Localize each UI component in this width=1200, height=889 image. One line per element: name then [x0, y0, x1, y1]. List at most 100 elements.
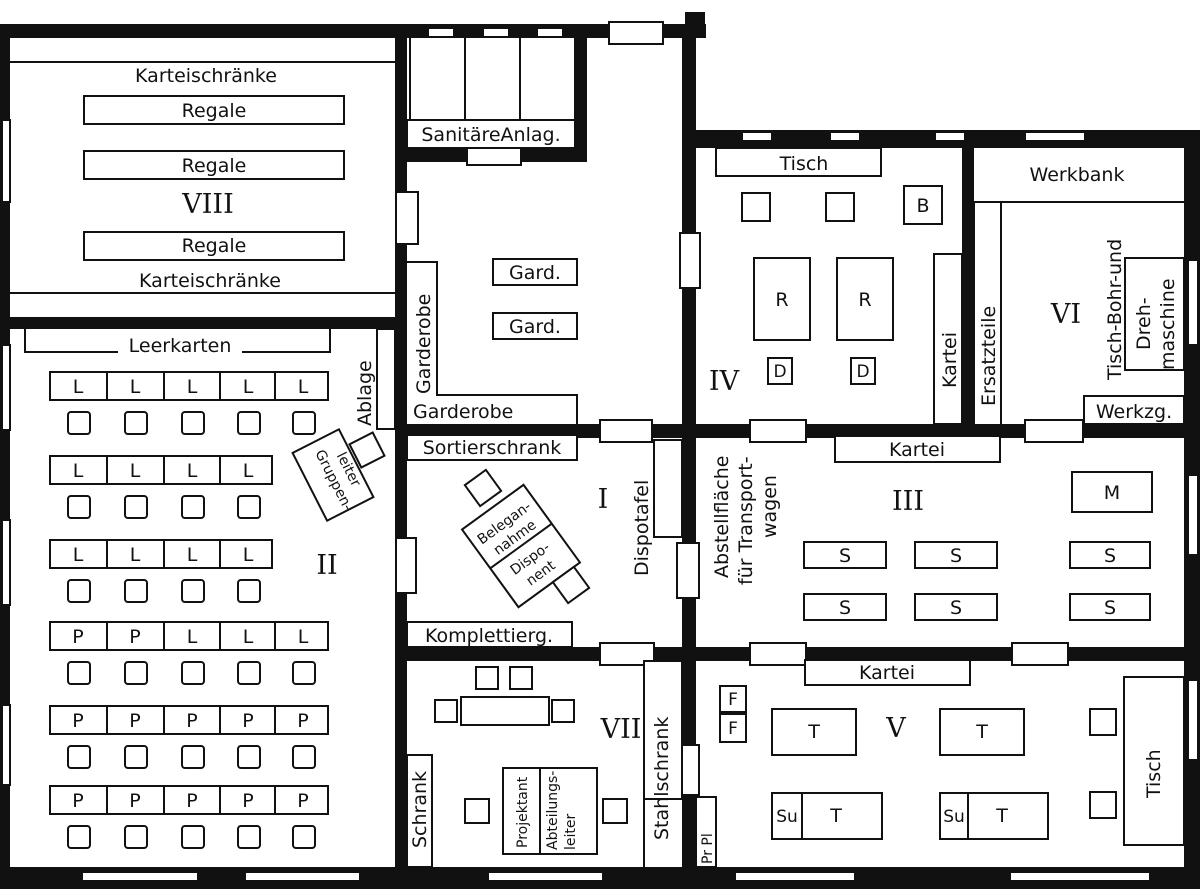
- desk-label: L: [73, 376, 84, 398]
- chair: [181, 579, 205, 603]
- chair: [124, 745, 148, 769]
- t-label: T: [975, 721, 988, 743]
- abstell-label: für Transport-: [735, 456, 757, 585]
- desk-label: P: [297, 790, 308, 812]
- regal-shelf: [83, 95, 345, 125]
- su-label: Su: [943, 807, 965, 827]
- room-number-iii: III: [892, 486, 924, 517]
- wardrobe: [492, 258, 578, 286]
- chair: [237, 579, 261, 603]
- regal-shelf: [83, 231, 345, 261]
- desk-label: L: [243, 626, 254, 648]
- sortierschrank-label: Sortierschrank: [423, 437, 562, 459]
- prpl-label: Pr Pl: [700, 833, 716, 864]
- room-number-vii: VII: [600, 714, 642, 745]
- desk-row: [49, 455, 273, 485]
- tischbohr-label: maschine: [1157, 278, 1179, 370]
- chair: [181, 825, 205, 849]
- desk-label: L: [73, 544, 84, 566]
- desk-label: L: [187, 460, 198, 482]
- chair: [348, 431, 386, 469]
- karteischraenke-bottom: Karteischränke: [139, 270, 281, 292]
- chair: [67, 661, 91, 685]
- regal-label: Regale: [182, 100, 247, 122]
- room-number-iv: IV: [709, 366, 740, 397]
- room-v: Kartei F F T T V Su T Su T Tisch Pr Pl: [695, 659, 1185, 868]
- sanitary-area: SanitäreAnlag.: [406, 38, 576, 149]
- desk-label: L: [243, 460, 254, 482]
- dispotafel-label: Dispotafel: [631, 480, 653, 576]
- r-label: R: [775, 289, 788, 311]
- desk-label: P: [129, 790, 140, 812]
- regal-shelf: [83, 150, 345, 180]
- chair: [292, 825, 316, 849]
- tisch-label: Tisch: [1143, 749, 1165, 799]
- desk-label: P: [72, 710, 83, 732]
- chair: [124, 411, 148, 435]
- desk-label: P: [129, 710, 140, 732]
- desk-label: P: [242, 710, 253, 732]
- desk-label: P: [72, 626, 83, 648]
- svg-text:Projektant: Projektant: [515, 776, 531, 848]
- garderobe-vertical-label: Garderobe: [413, 294, 435, 394]
- chair: [237, 825, 261, 849]
- leerkarten-label: Leerkarten: [129, 335, 232, 357]
- s-label: S: [950, 545, 962, 567]
- abstell-label: wagen: [759, 475, 781, 538]
- chair: [67, 411, 91, 435]
- r-label: R: [858, 289, 871, 311]
- s-label: S: [1104, 597, 1116, 619]
- ersatzteile-label: Ersatzteile: [978, 306, 1000, 406]
- chair: [181, 745, 205, 769]
- room-number-v: V: [885, 713, 906, 744]
- chair: [181, 661, 205, 685]
- desk-label: P: [297, 710, 308, 732]
- chair: [181, 495, 205, 519]
- chair: [67, 495, 91, 519]
- chair: [237, 495, 261, 519]
- chair: [67, 825, 91, 849]
- chair: [67, 745, 91, 769]
- chair: [67, 579, 91, 603]
- desk-label: P: [242, 790, 253, 812]
- tischbohr-label: Tisch-Bohr-und: [1104, 239, 1126, 381]
- desk-label: L: [243, 544, 254, 566]
- t-label: T: [807, 721, 820, 743]
- f-label: F: [728, 690, 738, 710]
- tischbohr-label: Dreh-: [1133, 297, 1155, 350]
- desk-label: L: [298, 626, 309, 648]
- kartei-label: Kartei: [889, 439, 945, 461]
- s-label: S: [1104, 545, 1116, 567]
- chair: [237, 745, 261, 769]
- chair: [237, 411, 261, 435]
- room-i: Sortierschrank Komplettierg. Dispotafel …: [406, 434, 683, 648]
- t-label: T: [829, 805, 842, 827]
- werkzg-label: Werkzg.: [1096, 401, 1172, 423]
- chair: [181, 411, 205, 435]
- chair: [124, 825, 148, 849]
- room-number-ii: II: [316, 550, 337, 581]
- chair: [551, 565, 591, 605]
- desk-row: [49, 705, 329, 735]
- kartei-label: Kartei: [859, 662, 915, 684]
- gruppenleiter-desk: Gruppen- leiter: [291, 427, 375, 523]
- f-label: F: [728, 719, 738, 739]
- schrank-label: Schrank: [409, 771, 431, 848]
- chair: [292, 745, 316, 769]
- room-vii: Schrank Stahlschrank Projektant Abteilun…: [406, 660, 683, 868]
- chair: [124, 579, 148, 603]
- karteischraenke-top: Karteischränke: [135, 65, 277, 87]
- room-iii: Kartei Abstellfläche für Transport- wage…: [711, 435, 1153, 621]
- d-label: D: [856, 362, 869, 382]
- sanitary-label: SanitäreAnlag.: [421, 124, 560, 146]
- svg-text:leiter: leiter: [563, 814, 579, 850]
- komplettierg-label: Komplettierg.: [425, 625, 553, 647]
- chair: [124, 495, 148, 519]
- s-label: S: [839, 597, 851, 619]
- d-label: D: [773, 362, 786, 382]
- desk-label: P: [186, 710, 197, 732]
- chair: [124, 661, 148, 685]
